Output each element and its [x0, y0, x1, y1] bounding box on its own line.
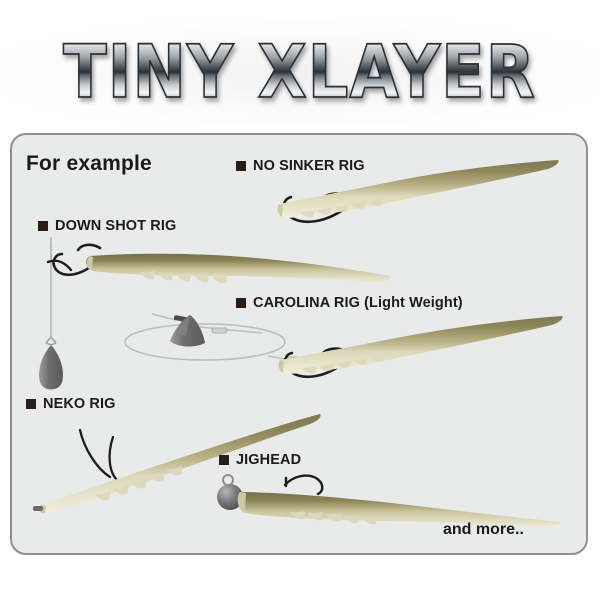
square-bullet-icon — [219, 455, 229, 465]
square-bullet-icon — [236, 161, 246, 171]
and-more-note: and more.. — [443, 521, 524, 538]
for-example-heading: For example — [26, 152, 152, 175]
label-text: NO SINKER RIG — [253, 158, 365, 174]
label-text: DOWN SHOT RIG — [55, 218, 177, 234]
square-bullet-icon — [236, 298, 246, 308]
page-title: TINY XLAYER — [63, 28, 537, 115]
examples-panel — [10, 133, 588, 555]
label-down-shot-rig: DOWN SHOT RIG — [38, 218, 176, 234]
label-text: NEKO RIG — [43, 396, 116, 412]
label-no-sinker-rig: NO SINKER RIG — [236, 158, 365, 174]
product-title-banner: TINY XLAYER — [0, 22, 600, 122]
label-text: CAROLINA RIG (Light Weight) — [253, 295, 463, 311]
label-carolina-rig: CAROLINA RIG (Light Weight) — [236, 295, 463, 311]
square-bullet-icon — [26, 399, 36, 409]
square-bullet-icon — [38, 221, 48, 231]
label-text: JIGHEAD — [236, 452, 302, 468]
label-neko-rig: NEKO RIG — [26, 396, 116, 412]
label-jighead-rig: JIGHEAD — [219, 452, 301, 468]
